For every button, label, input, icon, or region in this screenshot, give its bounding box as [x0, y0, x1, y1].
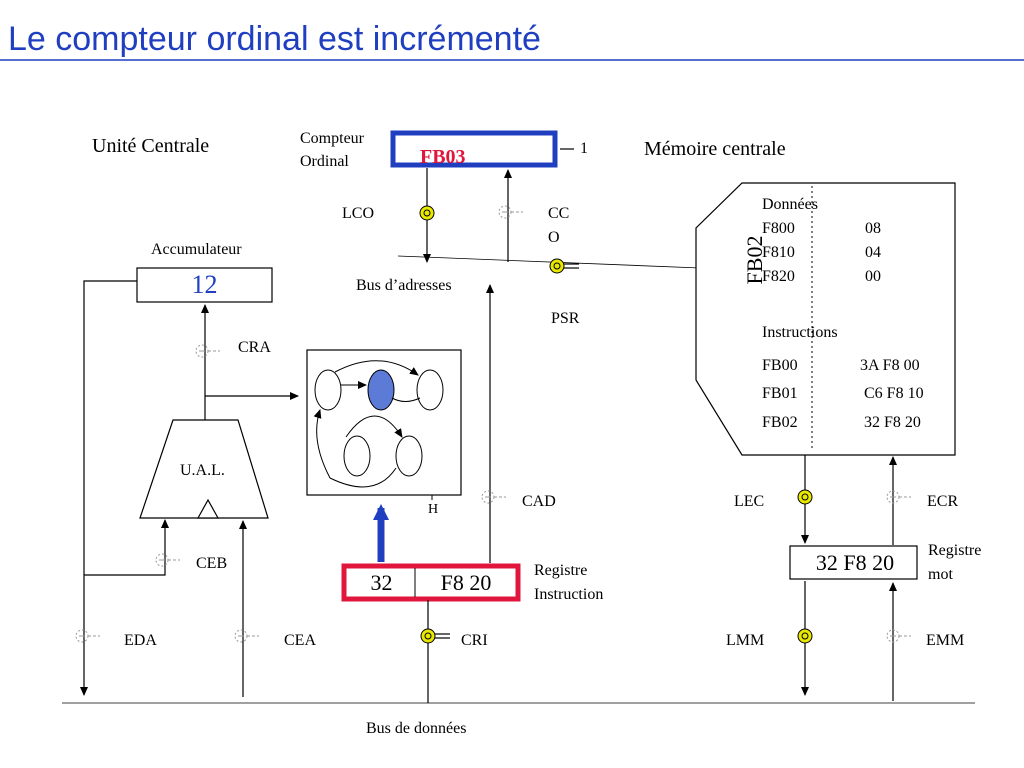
eda-label: EDA: [124, 632, 157, 649]
data-bus-label: Bus de données: [366, 720, 467, 737]
clock-label: H: [428, 502, 439, 517]
donnees-addr-2: F820: [762, 268, 795, 285]
cad-label: CAD: [522, 493, 556, 510]
ecr-switch[interactable]: [886, 490, 912, 504]
cco-label-2: O: [548, 229, 560, 246]
ri-opcode: 32: [370, 570, 393, 595]
cra-switch[interactable]: [195, 344, 221, 358]
psr-switch[interactable]: [549, 258, 580, 274]
ri-operand: F8 20: [440, 570, 492, 595]
registre-mot-value: 32 F8 20: [815, 550, 895, 575]
accumulateur-label: Accumulateur: [151, 241, 242, 258]
state-node: [395, 435, 423, 477]
ri-label-1: Registre: [534, 562, 588, 579]
cad-switch[interactable]: [481, 490, 507, 504]
ecr-label: ECR: [927, 493, 959, 510]
transition-arrow: [313, 409, 397, 488]
lmm-label: LMM: [726, 632, 765, 649]
compteur-ordinal-label-2: Ordinal: [300, 153, 349, 170]
cri-switch[interactable]: [420, 628, 451, 644]
compteur-ordinal-register: [390, 130, 558, 168]
compteur-ordinal-label-1: Compteur: [300, 130, 364, 147]
donnees-val-0: 08: [865, 220, 881, 237]
lec-switch[interactable]: [797, 489, 813, 505]
acc-to-data-bus-line: [80, 280, 137, 696]
instructions-header: Instructions: [762, 324, 838, 341]
state-node: [416, 369, 444, 411]
registre-mot-label-1: Registre: [928, 542, 982, 559]
eda-switch[interactable]: [75, 629, 101, 643]
cea-switch[interactable]: [234, 629, 260, 643]
donnees-val-2: 00: [865, 268, 881, 285]
compteur-ordinal-value: FB03: [420, 146, 466, 168]
address-bus-label: Bus d’adresses: [356, 277, 452, 294]
instructions-val-2: 32 F8 20: [864, 414, 921, 431]
instructions-addr-0: FB00: [762, 357, 798, 374]
ceb-switch[interactable]: [155, 553, 181, 567]
instructions-val-1: C6 F8 10: [864, 385, 924, 402]
transition-arrow: [334, 360, 419, 376]
instructions-addr-2: FB02: [762, 414, 798, 431]
unite-centrale-label: Unité Centrale: [92, 135, 210, 157]
state-node: [343, 435, 371, 477]
donnees-val-1: 04: [865, 244, 881, 261]
ceb-label: CEB: [196, 555, 228, 572]
increment-label: 1: [580, 140, 588, 157]
cco-label-1: CC: [548, 205, 570, 222]
ual-label: U.A.L.: [180, 462, 225, 479]
accumulateur-value: 12: [191, 270, 218, 299]
instructions-val-0: 3A F8 00: [860, 357, 920, 374]
lco-switch[interactable]: [419, 205, 435, 221]
transition-arrow: [345, 415, 403, 438]
accumulateur-box: [136, 267, 273, 303]
emm-label: EMM: [926, 632, 965, 649]
lec-label: LEC: [734, 493, 765, 510]
memory-block: [695, 182, 956, 456]
transition-arrow: [391, 397, 421, 402]
memoire-centrale-label: Mémoire centrale: [644, 138, 786, 160]
slide-title: Le compteur ordinal est incrémenté: [8, 20, 541, 58]
lmm-switch[interactable]: [797, 628, 813, 644]
registre-mot-label-2: mot: [928, 566, 953, 583]
lco-label: LCO: [342, 205, 374, 222]
donnees-header: Données: [762, 196, 818, 213]
donnees-addr-0: F800: [762, 220, 795, 237]
psr-label: PSR: [551, 310, 580, 327]
donnees-addr-1: F810: [762, 244, 795, 261]
active-state-node: [367, 369, 395, 411]
ri-label-2: Instruction: [534, 586, 604, 603]
ual-triangle: [196, 498, 220, 519]
cco-switch[interactable]: [498, 205, 524, 219]
emm-switch[interactable]: [886, 629, 912, 643]
registre-mot-box: [789, 545, 918, 580]
cri-label: CRI: [461, 632, 488, 649]
instructions-addr-1: FB01: [762, 385, 798, 402]
address-bus-line: [397, 255, 701, 269]
bus-to-eb-line: [84, 519, 169, 576]
ual-shape: [139, 419, 269, 519]
state-node: [314, 369, 342, 411]
cra-label: CRA: [238, 339, 271, 356]
cea-label: CEA: [284, 632, 316, 649]
registre-instruction-box: [341, 563, 521, 602]
